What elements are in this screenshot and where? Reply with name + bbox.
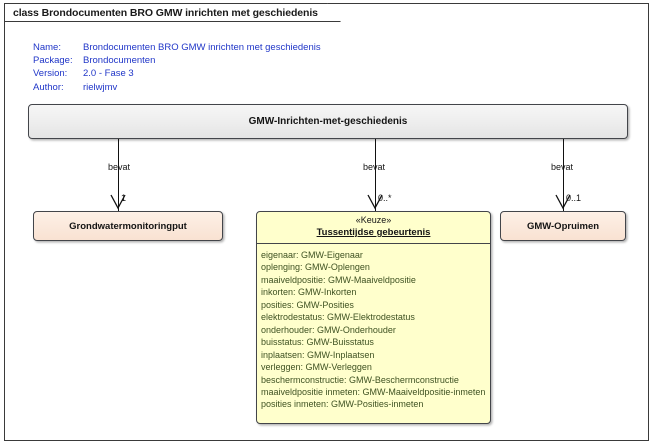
attribute-row: buisstatus: GMW-Buisstatus — [261, 337, 374, 348]
class-gmw-opruimen[interactable]: GMW-Opruimen — [500, 211, 626, 241]
attribute-row: beschermconstructie: GMW-Beschermconstru… — [261, 374, 459, 385]
connector-multiplicity: 1 — [121, 193, 127, 203]
arrow-head-open-icon — [555, 194, 571, 210]
attribute-row: onderhouder: GMW-Onderhouder — [261, 324, 396, 335]
class-header: «Keuze» Tussentijdse gebeurtenis — [257, 212, 490, 244]
arrow-head-open-icon — [367, 194, 383, 210]
class-gmw-inrichten-met-geschiedenis[interactable]: GMW-Inrichten-met-geschiedenis — [28, 104, 628, 139]
attribute-row: eigenaar: GMW-Eigenaar — [261, 250, 363, 260]
connector-label: bevat — [551, 162, 574, 172]
metadata-row-author: Author: rielwjmv — [33, 81, 321, 94]
metadata-label-name: Name: — [33, 42, 61, 53]
arrow-head-open-icon — [110, 194, 126, 210]
metadata-value-version: 2.0 - Fase 3 — [83, 68, 134, 80]
class-attribute-list: eigenaar: GMW-Eigenaar oplenging: GMW-Op… — [257, 244, 490, 423]
connector-multiplicity: 0..1 — [566, 193, 582, 203]
class-grondwatermonitoringput[interactable]: Grondwatermonitoringput — [33, 211, 223, 241]
connector-line — [563, 139, 564, 211]
metadata-row-package: Package: Brondocumenten — [33, 54, 321, 67]
connector-label: bevat — [363, 162, 386, 172]
attribute-row: oplenging: GMW-Oplengen — [261, 262, 370, 273]
connector-multiplicity: 0..* — [378, 193, 392, 203]
attribute-row: maaiveldpositie: GMW-Maaiveldpositie — [261, 274, 416, 285]
class-tussentijdse-gebeurtenis[interactable]: «Keuze» Tussentijdse gebeurtenis eigenaa… — [256, 211, 491, 424]
connector-line — [118, 139, 119, 211]
diagram-title: class Brondocumenten BRO GMW inrichten m… — [13, 6, 318, 19]
attribute-row: posities inmeten: GMW-Posities-inmeten — [261, 399, 424, 410]
metadata-label-package: Package: — [33, 55, 73, 67]
metadata-row-version: Version: 2.0 - Fase 3 — [33, 67, 321, 80]
metadata-value-name: Brondocumenten BRO GMW inrichten met ges… — [83, 42, 321, 53]
class-name: Tussentijdse gebeurtenis — [316, 227, 431, 238]
metadata-row-name: Name: Brondocumenten BRO GMW inrichten m… — [33, 41, 321, 54]
class-name: GMW-Opruimen — [526, 220, 600, 232]
diagram-frame-tab: class Brondocumenten BRO GMW inrichten m… — [4, 3, 341, 22]
metadata-value-package: Brondocumenten — [83, 55, 156, 67]
attribute-row: inplaatsen: GMW-Inplaatsen — [261, 349, 375, 360]
diagram-metadata: Name: Brondocumenten BRO GMW inrichten m… — [33, 41, 321, 94]
attribute-row: maaiveldpositie inmeten: GMW-Maaiveldpos… — [261, 386, 486, 397]
metadata-value-author: rielwjmv — [83, 81, 118, 93]
attribute-row: posities: GMW-Posities — [261, 299, 354, 310]
class-stereotype: «Keuze» — [355, 215, 392, 225]
attribute-row: verleggen: GMW-Verleggen — [261, 362, 372, 373]
class-name: GMW-Inrichten-met-geschiedenis — [248, 116, 408, 127]
connector-line — [375, 139, 376, 211]
metadata-label-version: Version: — [33, 68, 68, 80]
class-name: Grondwatermonitoringput — [69, 220, 187, 232]
metadata-label-author: Author: — [33, 81, 64, 93]
attribute-row: elektrodestatus: GMW-Elektrodestatus — [261, 312, 415, 323]
connector-label: bevat — [108, 162, 131, 172]
attribute-row: inkorten: GMW-Inkorten — [261, 287, 357, 298]
